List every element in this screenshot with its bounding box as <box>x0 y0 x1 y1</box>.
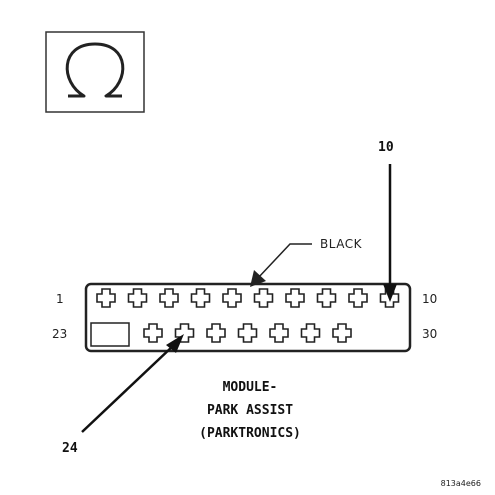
pin-label-30: 30 <box>422 327 437 341</box>
callout-label-24: 24 <box>62 441 78 456</box>
pin-cavity <box>237 323 258 343</box>
pin-cavity <box>127 288 148 308</box>
callout-arrow-10 <box>383 164 397 302</box>
pin-cavity <box>174 323 195 343</box>
module-title-line2: PARK ASSIST <box>207 403 293 418</box>
pin-cavity <box>269 323 289 343</box>
module-title-line3: (PARKTRONICS) <box>199 426 301 441</box>
pin-cavity <box>332 323 352 343</box>
module-title-line1: MODULE- <box>223 380 278 395</box>
pin-cavity <box>206 323 226 343</box>
pin-cavity <box>300 323 321 343</box>
color-leader <box>250 243 312 287</box>
omega-ground-symbol-icon <box>45 31 145 113</box>
pin-row-1 <box>96 288 400 308</box>
pin-cavity <box>96 288 116 308</box>
pin-cavity <box>285 288 305 308</box>
pin-label-1: 1 <box>56 292 64 306</box>
pin-cavity <box>143 323 163 343</box>
callout-label-10: 10 <box>378 140 394 155</box>
pin-cavity <box>159 288 179 308</box>
pin-cavity <box>253 288 274 308</box>
connector-key-slot <box>90 322 130 347</box>
callout-arrow-24 <box>81 334 184 433</box>
figure-id: 813a4e66 <box>441 479 481 488</box>
pin-cavity <box>348 288 368 308</box>
pin-cavity <box>316 288 337 308</box>
pin-label-23: 23 <box>52 327 67 341</box>
pin-label-10: 10 <box>422 292 437 306</box>
connector-color-label: BLACK <box>320 237 363 251</box>
pin-row-2 <box>143 323 352 343</box>
pin-cavity <box>190 288 211 308</box>
pin-cavity <box>222 288 242 308</box>
